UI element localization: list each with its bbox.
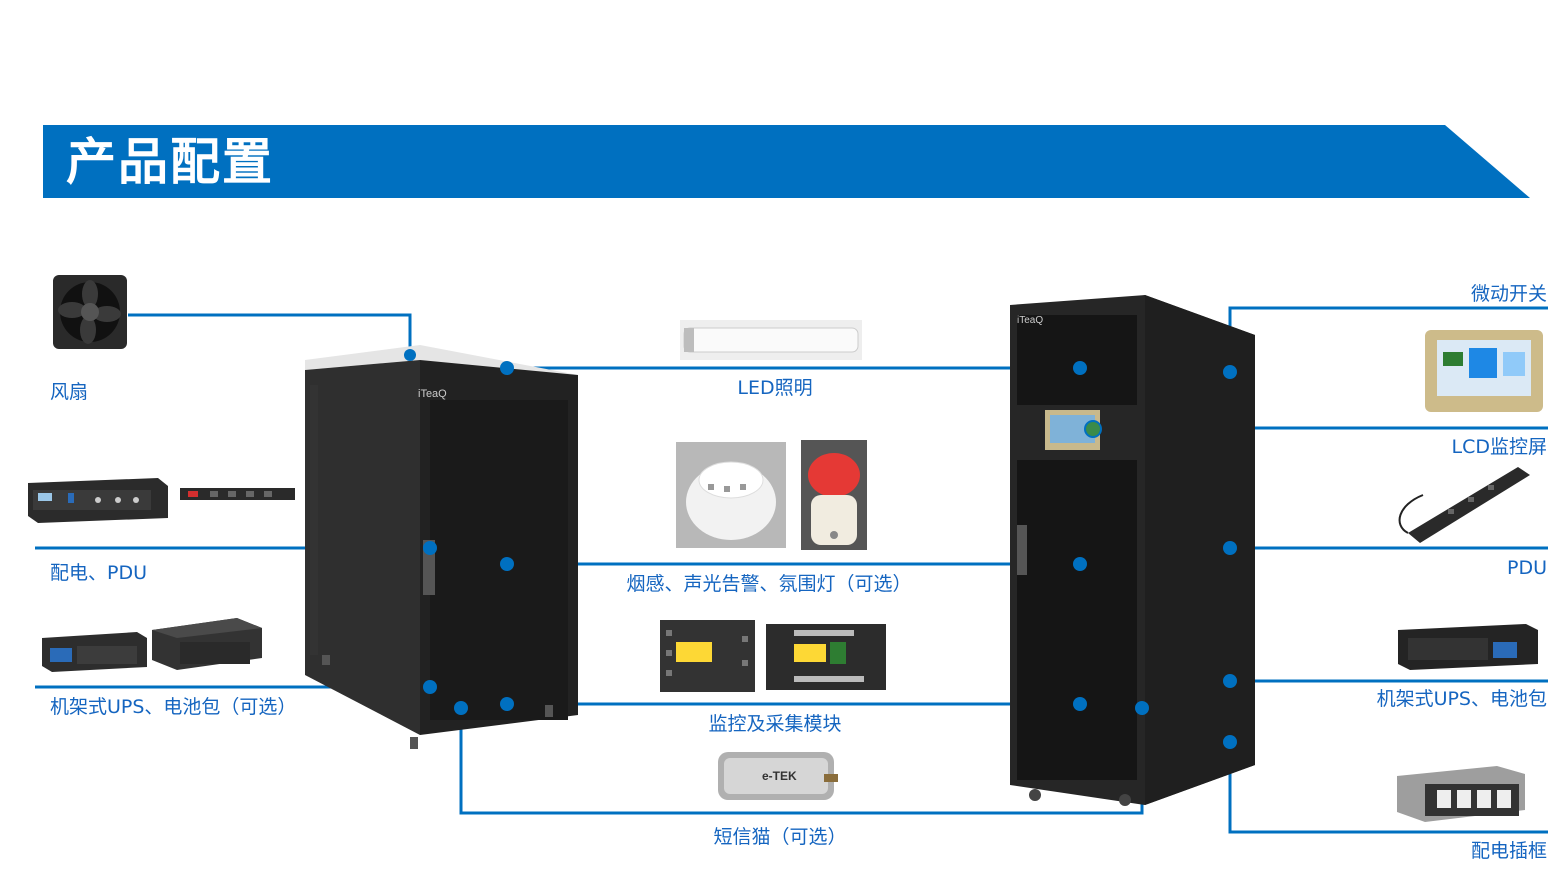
sms-modem-image: e-TEK — [718, 752, 838, 800]
smoke-detector-image — [676, 442, 786, 548]
power-frame-image — [1397, 766, 1525, 822]
led-tube-image — [680, 320, 862, 360]
power-distribution-unit-image — [28, 478, 168, 523]
right-cabinet: iTeaQ — [1010, 295, 1255, 806]
label-micro-switch: 微动开关 — [1470, 283, 1547, 305]
left-cabinet-logo: iTeaQ — [418, 388, 447, 400]
fan-image — [53, 275, 127, 349]
sms-modem-brand: e-TEK — [762, 769, 797, 783]
label-ups-right: 机架式UPS、电池包 — [1376, 688, 1547, 710]
page-title: 产品配置 — [66, 133, 274, 191]
rack-ups-right-image — [1398, 624, 1538, 670]
left-cabinet: iTeaQ — [305, 345, 578, 749]
label-led: LED照明 — [737, 377, 813, 399]
alarm-light-image — [801, 440, 867, 550]
label-sms-modem: 短信猫（可选） — [713, 826, 847, 848]
label-lcd: LCD监控屏 — [1451, 436, 1547, 458]
collection-module-image — [766, 624, 886, 690]
label-monitor-module: 监控及采集模块 — [708, 713, 842, 735]
label-pdu-right: PDU — [1507, 557, 1547, 579]
rack-ups-image — [42, 632, 147, 672]
label-pdu-left: 配电、PDU — [50, 562, 147, 584]
battery-pack-image — [152, 618, 262, 670]
label-fan: 风扇 — [50, 381, 89, 403]
svg-text:iTeaQ: iTeaQ — [1017, 315, 1043, 326]
lcd-screen-image — [1425, 330, 1543, 412]
label-power-frame: 配电插框 — [1470, 840, 1547, 862]
pdu-strip-image — [180, 488, 295, 500]
monitor-module-image — [660, 620, 755, 692]
label-smoke-alarm: 烟感、声光告警、氛围灯（可选） — [626, 573, 912, 595]
label-ups-left: 机架式UPS、电池包（可选） — [50, 696, 297, 718]
pdu-strip-right-image — [1398, 467, 1530, 543]
